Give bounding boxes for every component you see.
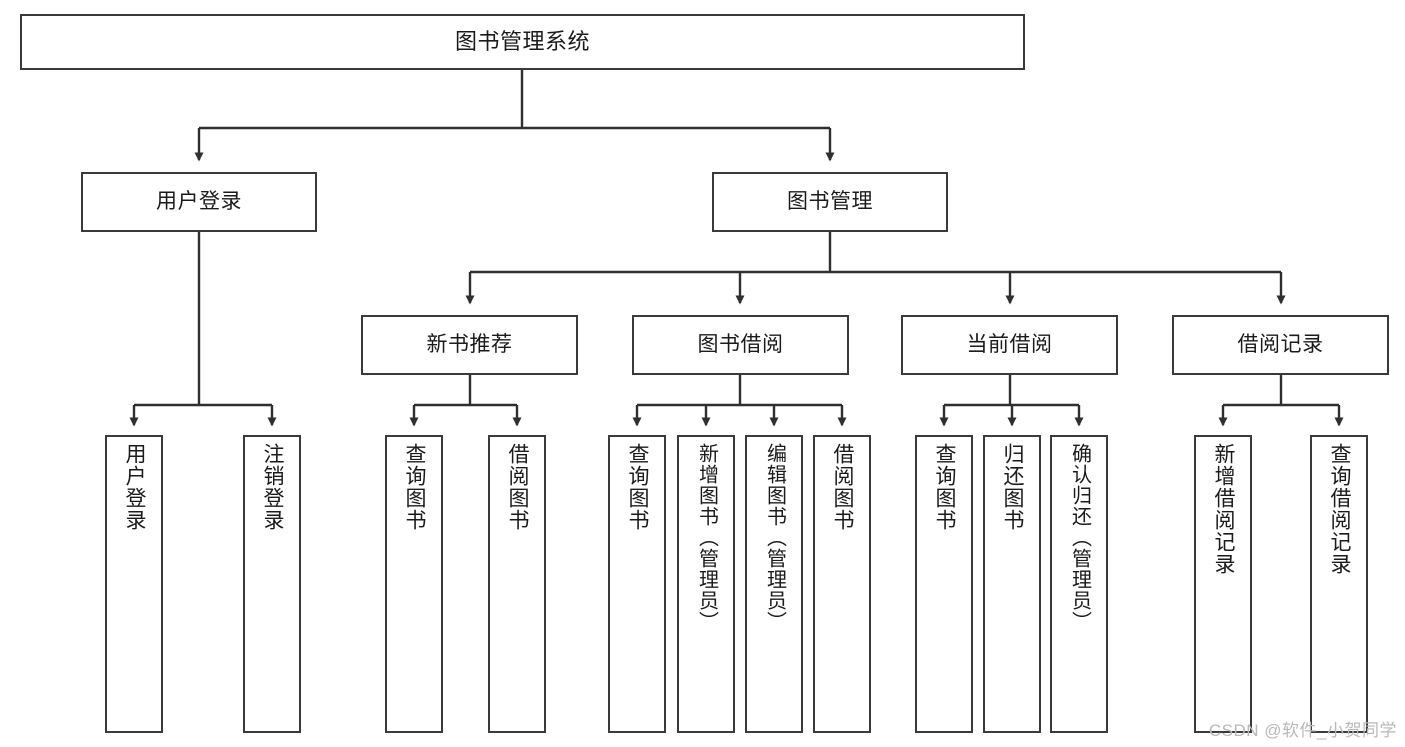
node-leaf-add-record[interactable]: 新增借阅记录: [1194, 435, 1252, 733]
node-borrow-record[interactable]: 借阅记录: [1172, 315, 1389, 375]
node-label: 用户登录: [123, 443, 147, 531]
node-label: 新增借阅记录: [1212, 443, 1236, 575]
node-label: 图书借阅: [697, 332, 784, 356]
node-label: 编辑图书（管理员）: [763, 443, 786, 632]
node-label: 借阅图书: [831, 443, 855, 531]
node-label: 查询图书: [626, 443, 650, 531]
node-leaf-query-book-1[interactable]: 查询图书: [385, 435, 443, 733]
node-label: 归还图书: [1001, 443, 1025, 531]
node-label: 查询图书: [933, 443, 957, 531]
node-leaf-return-book[interactable]: 归还图书: [983, 435, 1041, 733]
node-label: 注销登录: [261, 443, 285, 531]
node-label: 图书管理系统: [454, 29, 590, 55]
node-root-system[interactable]: 图书管理系统: [20, 14, 1025, 70]
node-label: 用户登录: [156, 189, 242, 213]
node-label: 当前借阅: [966, 332, 1053, 356]
node-label: 借阅记录: [1237, 332, 1324, 356]
node-leaf-query-book-3[interactable]: 查询图书: [915, 435, 973, 733]
node-leaf-borrow-book-1[interactable]: 借阅图书: [488, 435, 546, 733]
node-book-borrow[interactable]: 图书借阅: [632, 315, 849, 375]
node-leaf-user-logout[interactable]: 注销登录: [243, 435, 301, 733]
node-leaf-user-login[interactable]: 用户登录: [105, 435, 163, 733]
watermark-text: CSDN @软件_小贺同学: [1208, 721, 1397, 740]
node-label: 新书推荐: [426, 332, 513, 356]
node-label: 查询借阅记录: [1328, 443, 1352, 575]
node-user-login[interactable]: 用户登录: [81, 172, 317, 232]
node-label: 新增图书（管理员）: [695, 443, 718, 632]
node-label: 查询图书: [403, 443, 427, 531]
node-book-manage[interactable]: 图书管理: [712, 172, 948, 232]
node-leaf-borrow-book-2[interactable]: 借阅图书: [813, 435, 871, 733]
node-leaf-add-book[interactable]: 新增图书（管理员）: [677, 435, 735, 733]
node-leaf-query-book-2[interactable]: 查询图书: [608, 435, 666, 733]
node-current-borrow[interactable]: 当前借阅: [901, 315, 1118, 375]
node-leaf-confirm-return[interactable]: 确认归还（管理员）: [1050, 435, 1108, 733]
node-label: 借阅图书: [506, 443, 530, 531]
node-label: 图书管理: [787, 189, 873, 213]
node-new-book-recommend[interactable]: 新书推荐: [361, 315, 578, 375]
node-label: 确认归还（管理员）: [1068, 443, 1091, 632]
node-leaf-query-record[interactable]: 查询借阅记录: [1310, 435, 1368, 733]
node-leaf-edit-book[interactable]: 编辑图书（管理员）: [745, 435, 803, 733]
